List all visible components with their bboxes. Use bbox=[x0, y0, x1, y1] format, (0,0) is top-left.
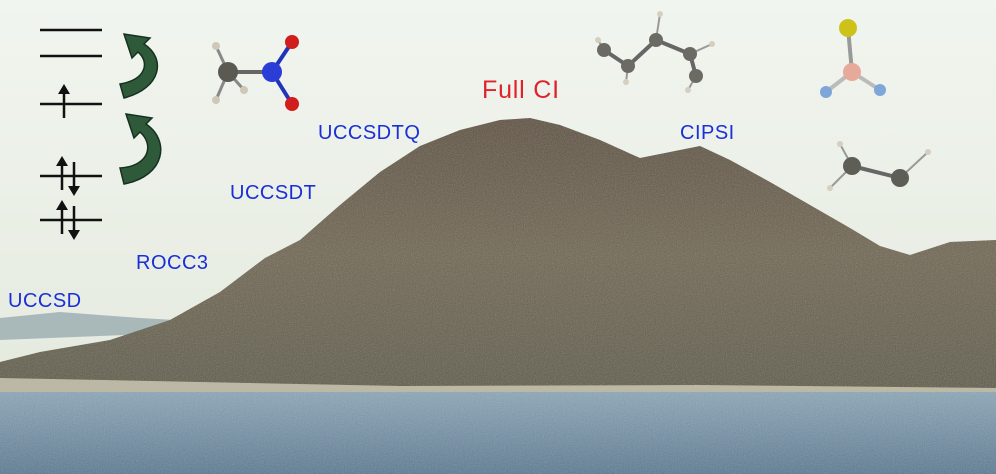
ethynyl-molecule-icon bbox=[827, 141, 931, 191]
far-hills bbox=[0, 312, 250, 340]
water-texture bbox=[0, 392, 996, 474]
label-uccsdt: UCCSDT bbox=[230, 182, 317, 204]
label-rocc3: ROCC3 bbox=[136, 252, 209, 274]
methylnitro-molecule-icon bbox=[212, 35, 299, 111]
label-uccsdtq: UCCSDTQ bbox=[318, 122, 421, 144]
label-cipsi: CIPSI bbox=[680, 122, 735, 144]
sulfur-molecule-icon bbox=[820, 19, 886, 98]
shoreline bbox=[0, 378, 996, 396]
mountain-texture bbox=[0, 118, 996, 392]
label-uccsd: UCCSD bbox=[8, 290, 82, 312]
butadiene-molecule-icon bbox=[595, 11, 715, 93]
orbital-diagram-icon bbox=[40, 28, 102, 240]
excitation-arrow-icon bbox=[119, 33, 162, 185]
label-full-ci: Full CI bbox=[482, 76, 560, 104]
